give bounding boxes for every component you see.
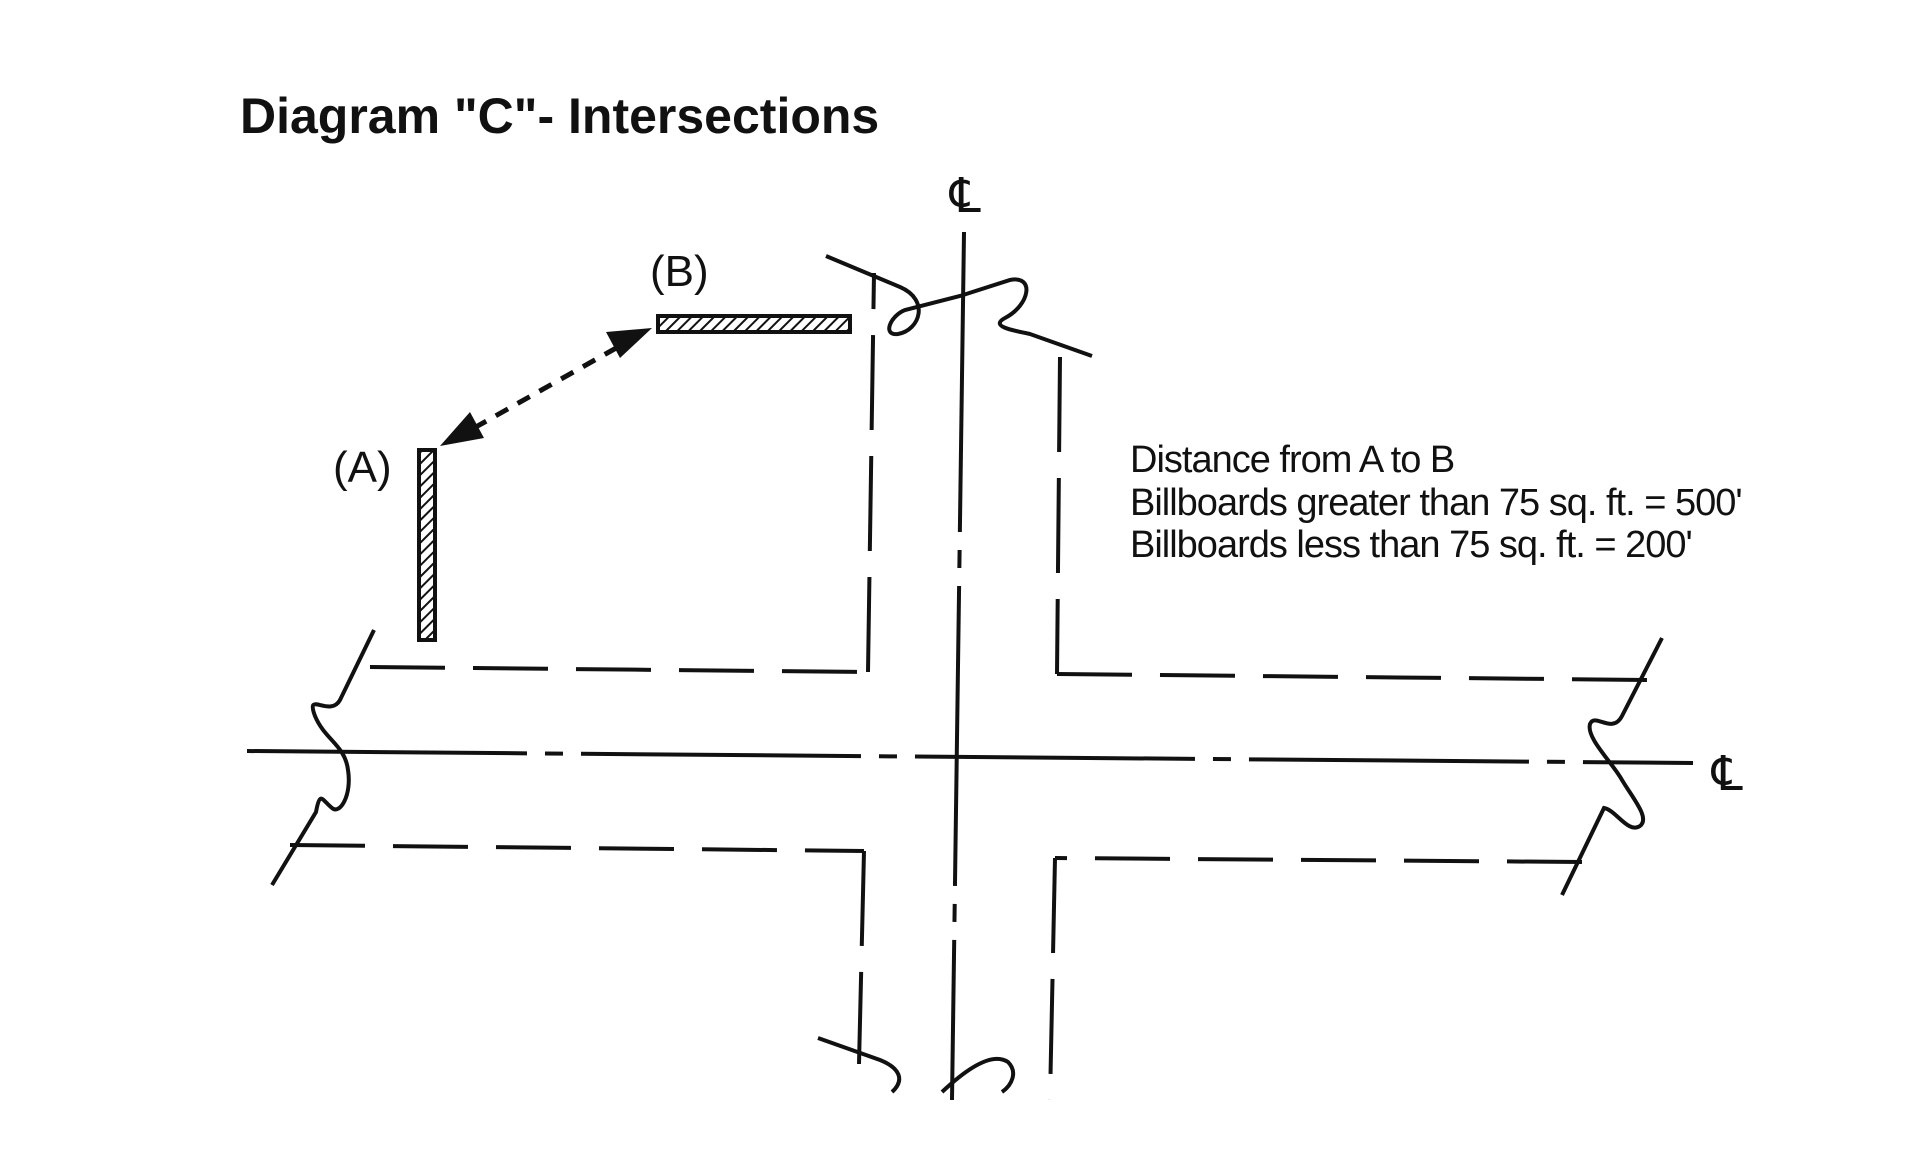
road-edge-lower-right xyxy=(1048,856,1583,1101)
break-line-left xyxy=(270,629,376,887)
sign-a-billboard xyxy=(417,448,437,642)
centerline-symbol-vertical: ℄ xyxy=(949,168,981,224)
sign-b-billboard xyxy=(656,314,852,334)
diagram-title: Diagram "C"- Intersections xyxy=(240,88,879,144)
road-edge-upper-left xyxy=(369,272,876,674)
distance-arrow xyxy=(440,328,652,446)
road-edge-lower-left xyxy=(289,843,866,1065)
note-line-3: Billboards less than 75 sq. ft. = 200' xyxy=(1130,524,1692,566)
note-line-2: Billboards greater than 75 sq. ft. = 500… xyxy=(1130,482,1742,524)
distance-note: Distance from A to B Billboards greater … xyxy=(1130,439,1743,566)
vertical-road-centerline xyxy=(950,231,966,1101)
sign-a-label: (A) xyxy=(333,443,392,492)
break-line-bottom xyxy=(817,1036,1016,1094)
centerline-symbol-horizontal: ℄ xyxy=(1711,746,1743,802)
sign-b-label: (B) xyxy=(650,247,709,296)
note-line-1: Distance from A to B xyxy=(1130,439,1454,481)
horizontal-road-centerline xyxy=(246,749,1694,765)
break-line-top xyxy=(825,254,1093,358)
road-edge-upper-right xyxy=(1055,356,1651,682)
break-line-right xyxy=(1560,637,1664,896)
